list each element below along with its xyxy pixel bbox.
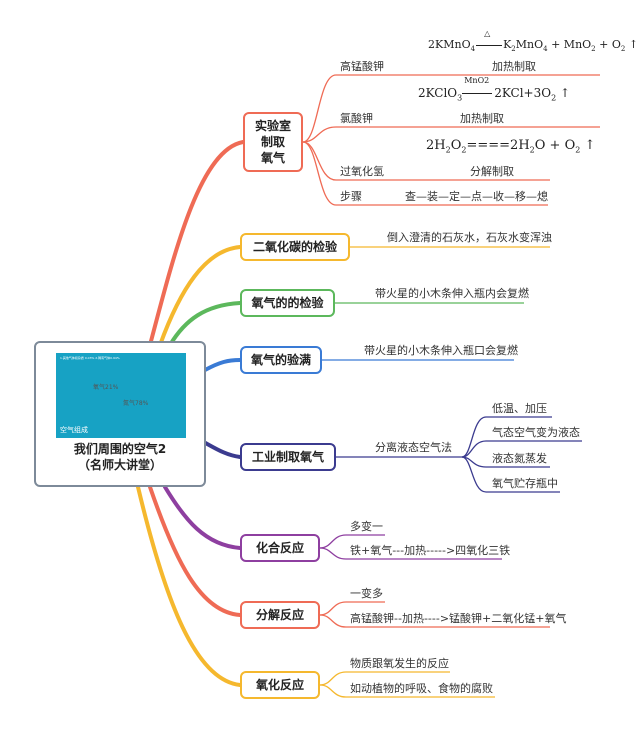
node-co2-label: 二氧化碳的检验	[252, 240, 337, 254]
lab-item-steps-name: 步骤	[340, 190, 362, 203]
branch-combine-connector	[163, 485, 242, 550]
thumbnail-caption: 空气组成	[60, 426, 88, 434]
lab-item-steps-method: 查—装—定—点—收—移—熄	[405, 190, 548, 203]
industry-step-4: 氧气贮存瓶中	[492, 477, 558, 490]
oxidize-item-2: 如动植物的呼吸、食物的腐败	[350, 682, 493, 695]
lab-item-h2o2-name: 过氧化氢	[340, 165, 384, 178]
branch-oxidize-connector	[136, 485, 242, 687]
lab-item-kmno4-method: 加热制取	[492, 60, 536, 73]
root-node[interactable]: 1.其他气体和杂质 0.03% 2.稀有气体0.94% 空气组成 氮气78% 氧…	[34, 341, 206, 487]
slice-label-o2: 氧气21%	[93, 384, 119, 391]
branch-o2test-connector	[168, 301, 242, 347]
formula-h2o2: 2H2O2====2H2O + O2 ↑	[426, 138, 596, 155]
node-o2full-label: 氧气的验满	[250, 353, 311, 367]
node-decompose-label: 分解反应	[255, 608, 304, 622]
industry-method: 分离液态空气法	[375, 441, 452, 454]
node-co2-test[interactable]: 二氧化碳的检验	[240, 233, 350, 261]
node-industry-oxygen[interactable]: 工业制取氧气	[240, 443, 336, 471]
industry-step-1: 低温、加压	[492, 402, 547, 415]
lab-item-h2o2-method: 分解制取	[470, 165, 514, 178]
decompose-item-1: 一变多	[350, 587, 383, 600]
node-decomposition-reaction[interactable]: 分解反应	[240, 601, 320, 629]
lab-item-kmno4-name: 高锰酸钾	[340, 60, 384, 73]
lab-item-kclo3-name: 氯酸钾	[340, 112, 373, 125]
node-combination-reaction[interactable]: 化合反应	[240, 534, 320, 562]
o2-test-text: 带火星的小木条伸入瓶内会复燃	[375, 287, 529, 300]
o2-full-text: 带火星的小木条伸入瓶口会复燃	[364, 344, 518, 357]
node-oxidize-label: 氧化反应	[255, 678, 304, 692]
combine-item-1: 多变一	[350, 520, 383, 533]
node-lab-line2: 制取	[260, 135, 285, 149]
branch-co2-connector	[158, 245, 242, 347]
node-oxidation-reaction[interactable]: 氧化反应	[240, 671, 320, 699]
node-o2-full[interactable]: 氧气的验满	[240, 346, 322, 374]
lab-item-kclo3-method: 加热制取	[460, 112, 504, 125]
branch-industry-connector	[198, 438, 242, 459]
branch-lab-connector	[148, 140, 245, 347]
co2-test-text: 倒入澄清的石灰水，石灰水变浑浊	[387, 231, 552, 244]
node-lab-line1: 实验室	[254, 119, 291, 133]
node-combine-label: 化合反应	[255, 541, 304, 555]
slice-label-n2: 氮气78%	[123, 400, 149, 407]
industry-step-3: 液态氮蒸发	[492, 452, 547, 465]
node-o2-test[interactable]: 氧气的的检验	[240, 289, 335, 317]
thumbnail-legend-text: 1.其他气体和杂质 0.03% 2.稀有气体0.94%	[60, 356, 120, 360]
node-o2test-label: 氧气的的检验	[251, 296, 324, 310]
node-lab-oxygen[interactable]: 实验室 制取 氧气	[243, 112, 303, 172]
node-lab-line3: 氧气	[260, 151, 285, 165]
industry-step-2: 气态空气变为液态	[492, 426, 580, 439]
combine-item-2: 铁+氧气---加热----->四氧化三铁	[350, 544, 511, 557]
node-industry-label: 工业制取氧气	[251, 450, 324, 464]
oxidize-item-1: 物质跟氧发生的反应	[350, 657, 449, 670]
decompose-item-2: 高锰酸钾--加热---->锰酸钾+二氧化锰+氧气	[350, 612, 567, 625]
branch-decompose-connector	[148, 485, 242, 617]
air-composition-thumbnail: 1.其他气体和杂质 0.03% 2.稀有气体0.94% 空气组成 氮气78% 氧…	[56, 353, 186, 438]
root-title-line1: 我们周围的空气2	[73, 442, 167, 456]
branch-o2full-connector	[203, 358, 242, 372]
root-title-line2: （名师大讲堂）	[77, 458, 162, 472]
formula-kmno4: 2KMnO4△K2MnO4 + MnO2 + O2 ↑	[428, 29, 639, 54]
